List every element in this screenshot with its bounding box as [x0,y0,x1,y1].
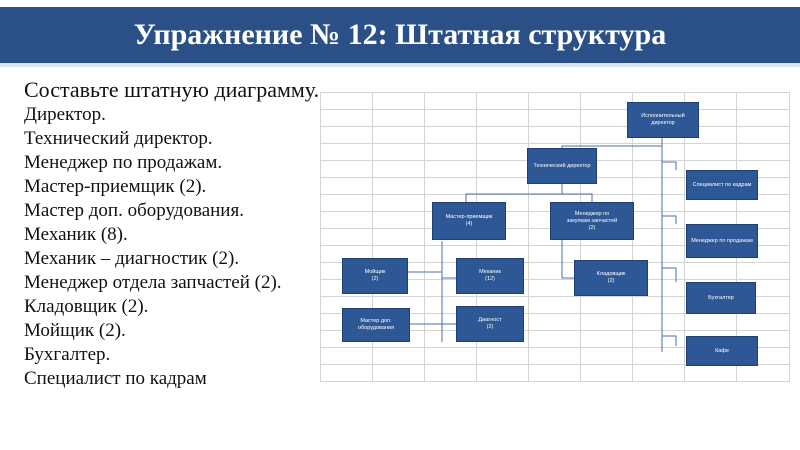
org-node-cafe-line1: Кафе [715,347,729,354]
org-node-equipment-master-line2: оборудования [357,325,395,331]
slide-title: Упражнение № 12: Штатная структура [133,18,667,51]
org-node-tech-director-line1: Технический директор [533,162,591,169]
connector-lines [406,138,677,352]
task-item-washer: Мойщик (2). [24,320,126,341]
task-item-diagnostician: Механик – диагностик (2). [24,248,240,269]
org-node-sales-manager-line1: Менеджер по продажам [691,237,753,244]
task-item-tech-director: Технический директор. [24,128,213,149]
org-node-diagnostician-line2: (2) [486,324,494,330]
task-item-accountant: Бухгалтер. [24,344,111,365]
org-node-equipment-master: Мастер доп. оборудования [342,308,410,342]
org-node-accountant-line1: Бухгалтер [708,294,734,301]
task-item-equipment-master: Мастер доп. оборудования. [24,200,244,221]
org-node-diagnostician: Диагност (2) [456,306,524,342]
task-item-sales-manager: Менеджер по продажам. [24,152,223,173]
org-node-sales-manager: Менеджер по продажам [686,224,758,258]
org-node-hr-specialist: Специалист по кадрам [686,170,758,200]
org-node-exec-director-line2: директор [651,120,675,126]
task-intro: Составьте штатную диаграмму. [24,77,320,102]
org-chart-spreadsheet: Исполнительный директор Технический дире… [320,92,790,382]
org-node-parts-manager-line2: закупкам запчастей [566,217,618,224]
org-node-exec-director-line1: Исполнительный [641,113,685,119]
org-node-washer-line1: Мойщик [364,269,386,275]
task-text: Составьте штатную диаграмму. Директор. Т… [24,76,324,391]
org-node-equipment-master-line1: Мастер доп. [360,318,392,324]
org-node-parts-manager-line3: (2) [588,224,596,231]
task-item-mechanic: Механик (8). [24,224,128,245]
org-node-storekeeper-line2: (2) [607,278,615,284]
org-node-washer: Мойщик (2) [342,258,408,294]
org-node-master-receiver-line2: (4) [465,221,473,227]
task-item-storekeeper: Кладовщик (2). [24,296,149,317]
org-node-mechanic-line2: (12) [485,276,495,282]
org-node-mechanic-line1: Механик [479,269,501,275]
task-item-director: Директор. [24,104,106,125]
title-underline [0,63,800,67]
task-item-parts-manager: Менеджер отдела запчастей (2). [24,272,282,293]
org-node-parts-manager: Менеджер по закупкам запчастей (2) [550,202,634,240]
task-item-hr: Специалист по кадрам [24,368,207,389]
org-node-master-receiver-line1: Мастер-приемщик [445,214,493,220]
title-bar: Упражнение № 12: Штатная структура [0,7,800,63]
org-node-exec-director: Исполнительный директор [627,102,699,138]
org-node-parts-manager-line1: Менеджер по [574,210,610,217]
org-node-storekeeper: Кладовщик (2) [574,260,648,296]
org-node-cafe: Кафе [686,336,758,366]
org-node-diagnostician-line1: Диагност [478,317,502,323]
org-node-mechanic: Механик (12) [456,258,524,294]
org-node-master-receiver: Мастер-приемщик (4) [432,202,506,240]
org-node-storekeeper-line1: Кладовщик [596,271,626,277]
org-node-hr-specialist-line1: Специалист по кадрам [692,181,752,188]
org-node-accountant: Бухгалтер [686,282,756,314]
org-node-tech-director: Технический директор [527,148,597,184]
task-item-master-receiver: Мастер-приемщик (2). [24,176,207,197]
org-node-washer-line2: (2) [371,276,379,282]
